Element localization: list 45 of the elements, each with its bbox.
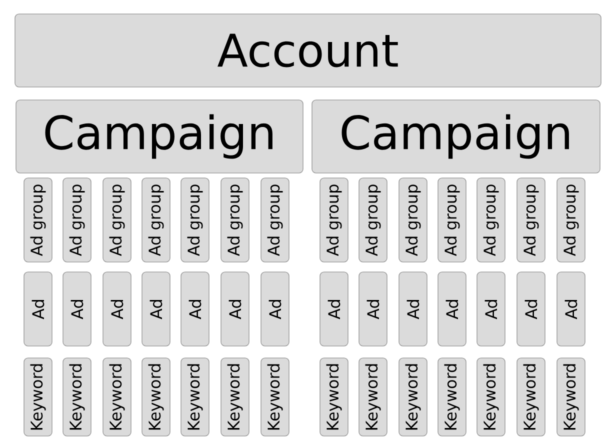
rounded-box: Account (14, 14, 602, 88)
vertical-box: Ad group (102, 178, 132, 262)
vertical-box: Keyword (516, 358, 546, 436)
vertical-box: Ad (516, 272, 546, 346)
vertical-box: Keyword (358, 358, 388, 436)
vertical-box: Ad group (180, 178, 210, 262)
vertical-box: Ad (320, 272, 348, 346)
rounded-box: Campaign (312, 100, 600, 174)
vertical-box: Ad group (24, 178, 52, 262)
vertical-box: Keyword (62, 358, 92, 436)
vertical-box: Ad group (438, 178, 466, 262)
vertical-box: Keyword (320, 358, 348, 436)
vertical-box: Ad (438, 272, 466, 346)
vertical-box: Ad (142, 272, 170, 346)
vertical-box: Ad group (62, 178, 92, 262)
vertical-box: Keyword (260, 358, 290, 436)
vertical-box: Ad (24, 272, 52, 346)
vertical-box: Keyword (556, 358, 586, 436)
vertical-box: Keyword (142, 358, 170, 436)
vertical-box: Keyword (102, 358, 132, 436)
rounded-box: Campaign (16, 100, 304, 174)
vertical-box: Ad (476, 272, 506, 346)
vertical-box: Ad (358, 272, 388, 346)
vertical-box: Ad (102, 272, 132, 346)
vertical-box: Ad group (320, 178, 348, 262)
vertical-box: Ad (398, 272, 428, 346)
vertical-box: Ad (220, 272, 250, 346)
vertical-box: Keyword (438, 358, 466, 436)
vertical-box: Keyword (398, 358, 428, 436)
vertical-box: Ad (556, 272, 586, 346)
vertical-box: Ad group (516, 178, 546, 262)
vertical-box: Keyword (180, 358, 210, 436)
vertical-box: Ad group (556, 178, 586, 262)
vertical-box: Ad group (358, 178, 388, 262)
vertical-box: Ad (62, 272, 92, 346)
vertical-box: Keyword (476, 358, 506, 436)
vertical-box: Ad group (476, 178, 506, 262)
vertical-box: Ad group (142, 178, 170, 262)
vertical-box: Ad (180, 272, 210, 346)
vertical-box: Ad (260, 272, 290, 346)
vertical-box: Ad group (260, 178, 290, 262)
vertical-box: Keyword (24, 358, 52, 436)
vertical-box: Ad group (398, 178, 428, 262)
vertical-box: Ad group (220, 178, 250, 262)
vertical-box: Keyword (220, 358, 250, 436)
